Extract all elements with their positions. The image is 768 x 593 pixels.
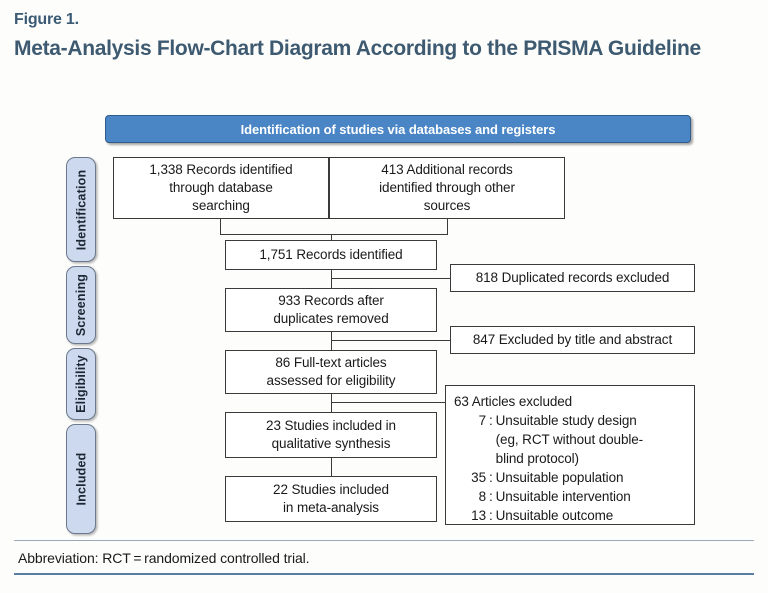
- connector-line: [331, 270, 332, 288]
- box-additional-records-other-sources: 413 Additional records identified throug…: [329, 157, 565, 219]
- connector-line: [331, 402, 450, 403]
- box-line: in meta-analysis: [283, 500, 379, 515]
- box-studies-meta-analysis: 22 Studies included in meta-analysis: [225, 476, 437, 522]
- footnote-divider-top: [14, 540, 754, 541]
- exclusion-colon: :: [489, 413, 493, 428]
- exclusion-reason: Unsuitable outcome: [495, 508, 614, 523]
- exclusion-reason-row: 13 : Unsuitable outcome: [464, 506, 686, 525]
- diagram-banner: Identification of studies via databases …: [105, 115, 691, 143]
- box-fulltext-assessed: 86 Full-text articles assessed for eligi…: [225, 350, 437, 394]
- box-line: through database: [169, 180, 273, 195]
- box-line: 86 Full-text articles: [275, 355, 387, 370]
- figure-label: Figure 1.: [14, 11, 79, 28]
- box-line: 23 Studies included in: [266, 418, 396, 433]
- stage-label-screening: Screening: [74, 273, 88, 337]
- box-line: 22 Studies included: [273, 482, 389, 497]
- exclusion-count: 35: [471, 470, 486, 485]
- connector-line: [220, 234, 448, 235]
- exclusion-count: 13: [471, 508, 486, 523]
- box-line: 1,338 Records identified: [149, 162, 293, 177]
- box-line: qualitative synthesis: [271, 436, 391, 451]
- box-duplicated-records-excluded: 818 Duplicated records excluded: [450, 264, 695, 292]
- box-line: duplicates removed: [273, 311, 389, 326]
- exclusion-reason-line: (eg, RCT without double-: [495, 432, 644, 447]
- exclusion-reason: Unsuitable study design (eg, RCT without…: [496, 411, 686, 468]
- box-excluded-title-abstract: 847 Excluded by title and abstract: [450, 326, 695, 354]
- connector-line: [331, 234, 332, 241]
- stage-pill-eligibility: Eligibility: [66, 348, 96, 420]
- box-articles-excluded-detail: 63 Articles excluded 7 : Unsuitable stud…: [445, 385, 695, 525]
- stage-label-identification: Identification: [74, 169, 89, 250]
- connector-line: [331, 340, 450, 341]
- stage-pill-screening: Screening: [66, 266, 96, 344]
- stage-label-eligibility: Eligibility: [74, 355, 89, 413]
- connector-line: [331, 458, 332, 476]
- box-line: 818 Duplicated records excluded: [475, 270, 670, 285]
- connector-line: [331, 332, 332, 350]
- box-studies-qualitative-synthesis: 23 Studies included in qualitative synth…: [225, 412, 437, 458]
- bottom-divider: [14, 573, 754, 575]
- figure-header: Figure 1. Meta-Analysis Flow-Chart Diagr…: [14, 10, 754, 62]
- box-records-after-duplicates: 933 Records after duplicates removed: [225, 288, 437, 332]
- exclusion-reason: Unsuitable population: [495, 470, 624, 485]
- exclusion-colon: :: [489, 489, 493, 504]
- exclusion-colon: :: [489, 470, 493, 485]
- exclusion-count: 8: [478, 489, 487, 504]
- box-line: 933 Records after: [278, 293, 384, 308]
- exclusion-reason-line: blind protocol): [495, 451, 579, 466]
- exclusion-count: 7: [478, 413, 487, 428]
- box-line: 847 Excluded by title and abstract: [472, 332, 673, 347]
- connector-line: [220, 219, 221, 235]
- stage-pill-included: Included: [66, 424, 96, 534]
- box-line: identified through other: [379, 180, 515, 195]
- page-title: Meta-Analysis Flow-Chart Diagram Accordi…: [14, 37, 701, 60]
- box-records-identified-total: 1,751 Records identified: [225, 240, 437, 270]
- excluded-total-label: 63 Articles excluded: [454, 394, 573, 409]
- connector-line: [331, 278, 450, 279]
- exclusion-reason-row: 7 : Unsuitable study design (eg, RCT wit…: [464, 411, 686, 468]
- footnote-abbreviation: Abbreviation: RCT = randomized controlle…: [18, 550, 310, 566]
- exclusion-reason-row: 35 : Unsuitable population: [464, 468, 686, 487]
- stage-pill-identification: Identification: [66, 157, 96, 262]
- exclusion-reason-row: 8 : Unsuitable intervention: [464, 487, 686, 506]
- box-records-identified-database: 1,338 Records identified through databas…: [113, 157, 329, 219]
- box-line: sources: [423, 198, 471, 213]
- box-line: 413 Additional records: [381, 162, 513, 177]
- box-line: assessed for eligibility: [266, 373, 396, 388]
- stage-label-included: Included: [74, 452, 88, 506]
- exclusion-reason: Unsuitable intervention: [495, 489, 631, 504]
- exclusion-colon: :: [489, 508, 493, 523]
- connector-line: [331, 394, 332, 412]
- connector-line: [447, 219, 448, 235]
- box-line: 1,751 Records identified: [259, 247, 403, 262]
- box-line: searching: [192, 198, 250, 213]
- exclusion-reason-line: Unsuitable study design: [495, 413, 637, 428]
